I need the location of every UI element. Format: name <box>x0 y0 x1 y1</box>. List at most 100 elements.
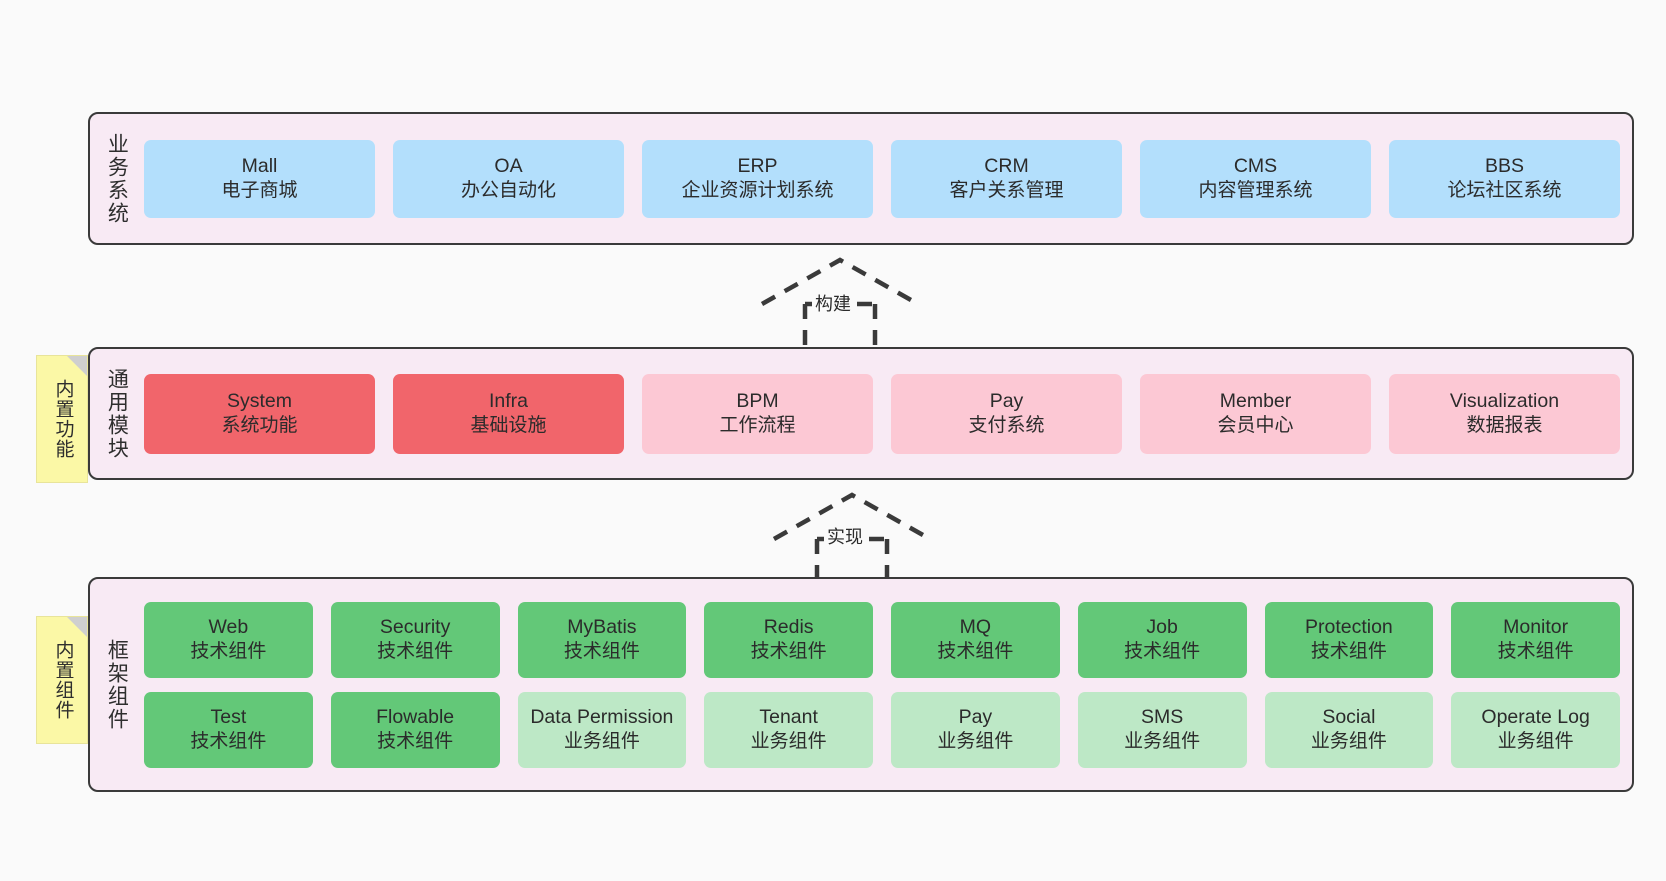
card-subtitle: 基础设施 <box>470 414 547 436</box>
layer-body-business: Mall 电子商城 OA 办公自动化 ERP 企业资源计划系统 CRM 客户关系… <box>142 114 1632 243</box>
component-card-pay[interactable]: Pay 业务组件 <box>891 691 1060 768</box>
layer-business-systems: 业务系统 Mall 电子商城 OA 办公自动化 ERP 企业资源计划系统 CRM… <box>88 112 1634 245</box>
component-card-redis[interactable]: Redis 技术组件 <box>704 601 873 678</box>
component-card-job[interactable]: Job 技术组件 <box>1077 601 1247 678</box>
component-card-sms[interactable]: SMS 业务组件 <box>1077 691 1247 768</box>
component-card-mq[interactable]: MQ 技术组件 <box>891 601 1060 678</box>
card-subtitle: 技术组件 <box>190 730 267 752</box>
framework-biz-row: Test 技术组件 Flowable 技术组件 Data Permission … <box>144 691 1620 768</box>
layer-common-modules: 通用模块 System 系统功能 Infra 基础设施 BPM 工作流程 Pay… <box>88 347 1634 480</box>
card-subtitle: 业务组件 <box>937 730 1014 752</box>
card-title: Monitor <box>1503 616 1569 639</box>
card-title: BBS <box>1484 155 1525 178</box>
component-card-protection[interactable]: Protection 技术组件 <box>1264 601 1434 678</box>
card-title: CMS <box>1233 155 1278 178</box>
module-card-crm[interactable]: CRM 客户关系管理 <box>891 139 1122 218</box>
card-title: Tenant <box>759 706 818 729</box>
card-title: Operate Log <box>1481 706 1590 729</box>
card-title: Web <box>208 616 249 639</box>
layer-title-business: 业务系统 <box>105 132 129 225</box>
card-subtitle: 技术组件 <box>937 640 1014 662</box>
card-title: Flowable <box>376 706 455 729</box>
component-card-mybatis[interactable]: MyBatis 技术组件 <box>517 601 687 678</box>
card-title: Infra <box>488 390 529 413</box>
component-card-operate-log[interactable]: Operate Log 业务组件 <box>1451 691 1620 768</box>
card-title: BPM <box>736 390 779 413</box>
card-title: SMS <box>1140 706 1184 729</box>
framework-tech-row: Web 技术组件 Security 技术组件 MyBatis 技术组件 Redi… <box>144 601 1620 678</box>
layer-title-common: 通用模块 <box>105 367 129 460</box>
card-subtitle: 业务组件 <box>1124 730 1201 752</box>
card-title: System <box>226 390 292 413</box>
card-title: MQ <box>959 616 992 639</box>
card-subtitle: 业务组件 <box>1497 730 1574 752</box>
card-subtitle: 客户关系管理 <box>949 179 1064 201</box>
card-subtitle: 技术组件 <box>377 730 454 752</box>
card-subtitle: 技术组件 <box>190 640 267 662</box>
card-subtitle: 技术组件 <box>1497 640 1574 662</box>
layer-body-common: System 系统功能 Infra 基础设施 BPM 工作流程 Pay 支付系统… <box>142 349 1632 478</box>
card-subtitle: 会员中心 <box>1217 414 1294 436</box>
card-subtitle: 业务组件 <box>563 730 640 752</box>
card-subtitle: 工作流程 <box>719 414 796 436</box>
component-card-flowable[interactable]: Flowable 技术组件 <box>330 691 500 768</box>
card-title: ERP <box>737 155 778 178</box>
card-title: Social <box>1322 706 1376 729</box>
card-subtitle: 技术组件 <box>750 640 827 662</box>
card-subtitle: 内容管理系统 <box>1198 179 1313 201</box>
connector-label-implement: 实现 <box>824 523 866 549</box>
card-title: CRM <box>984 155 1029 178</box>
card-title: Member <box>1219 390 1292 413</box>
module-card-oa[interactable]: OA 办公自动化 <box>393 139 624 218</box>
layer-framework-components: 框架组件 Web 技术组件 Security 技术组件 MyBatis 技术组件… <box>88 577 1634 792</box>
card-subtitle: 企业资源计划系统 <box>681 179 834 201</box>
card-title: Visualization <box>1449 390 1560 413</box>
card-subtitle: 数据报表 <box>1466 414 1543 436</box>
module-card-pay[interactable]: Pay 支付系统 <box>891 373 1122 454</box>
layer-title-framework: 框架组件 <box>105 638 129 731</box>
card-subtitle: 技术组件 <box>1124 640 1201 662</box>
business-card-row: Mall 电子商城 OA 办公自动化 ERP 企业资源计划系统 CRM 客户关系… <box>144 139 1620 218</box>
module-card-mall[interactable]: Mall 电子商城 <box>144 139 375 218</box>
component-card-monitor[interactable]: Monitor 技术组件 <box>1451 601 1620 678</box>
module-card-system[interactable]: System 系统功能 <box>144 373 375 454</box>
card-title: Redis <box>763 616 814 639</box>
sticky-note-builtin-features: 内置功能 <box>36 355 88 483</box>
component-card-test[interactable]: Test 技术组件 <box>144 691 313 768</box>
card-subtitle: 支付系统 <box>968 414 1045 436</box>
component-card-security[interactable]: Security 技术组件 <box>330 601 500 678</box>
component-card-tenant[interactable]: Tenant 业务组件 <box>704 691 873 768</box>
card-title: Pay <box>989 390 1024 413</box>
card-subtitle: 系统功能 <box>221 414 298 436</box>
component-card-social[interactable]: Social 业务组件 <box>1264 691 1434 768</box>
card-subtitle: 电子商城 <box>221 179 298 201</box>
layer-body-framework: Web 技术组件 Security 技术组件 MyBatis 技术组件 Redi… <box>142 579 1632 790</box>
card-title: MyBatis <box>567 616 637 639</box>
card-subtitle: 业务组件 <box>1310 730 1387 752</box>
module-card-infra[interactable]: Infra 基础设施 <box>393 373 624 454</box>
card-title: Test <box>210 706 247 729</box>
card-title: Data Permission <box>530 706 674 729</box>
module-card-member[interactable]: Member 会员中心 <box>1140 373 1371 454</box>
card-subtitle: 办公自动化 <box>460 179 556 201</box>
component-card-data-permission[interactable]: Data Permission 业务组件 <box>517 691 687 768</box>
card-title: Protection <box>1304 616 1393 639</box>
module-card-visualization[interactable]: Visualization 数据报表 <box>1389 373 1620 454</box>
module-card-cms[interactable]: CMS 内容管理系统 <box>1140 139 1371 218</box>
component-card-web[interactable]: Web 技术组件 <box>144 601 313 678</box>
module-card-bpm[interactable]: BPM 工作流程 <box>642 373 873 454</box>
module-card-erp[interactable]: ERP 企业资源计划系统 <box>642 139 873 218</box>
card-subtitle: 技术组件 <box>563 640 640 662</box>
card-subtitle: 技术组件 <box>1310 640 1387 662</box>
card-subtitle: 技术组件 <box>377 640 454 662</box>
common-card-row: System 系统功能 Infra 基础设施 BPM 工作流程 Pay 支付系统… <box>144 373 1620 454</box>
module-card-bbs[interactable]: BBS 论坛社区系统 <box>1389 139 1620 218</box>
connector-label-build: 构建 <box>812 290 854 316</box>
card-title: OA <box>494 155 523 178</box>
card-title: Pay <box>958 706 993 729</box>
card-title: Mall <box>241 155 278 178</box>
card-subtitle: 业务组件 <box>750 730 827 752</box>
card-subtitle: 论坛社区系统 <box>1447 179 1562 201</box>
card-title: Job <box>1146 616 1178 639</box>
